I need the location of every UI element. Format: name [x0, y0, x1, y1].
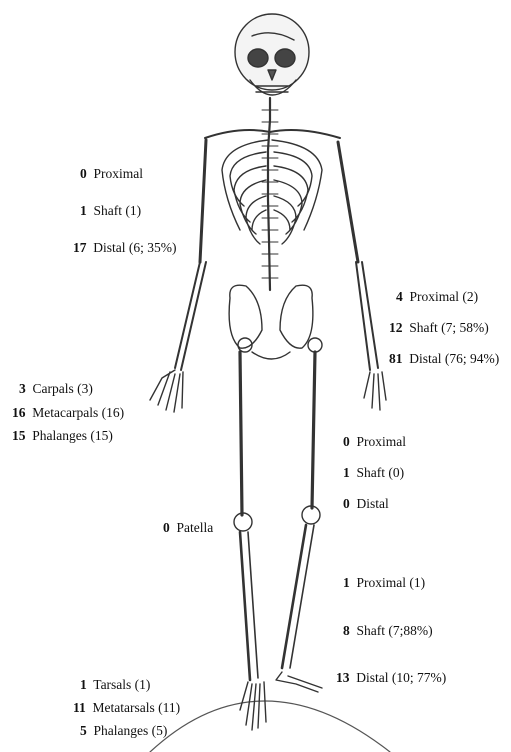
foot-tarsals-count: 1 [80, 677, 87, 692]
tibia-shaft-text: Shaft (7;88%) [357, 623, 433, 638]
radius-distal-text: Distal (76; 94%) [409, 351, 499, 366]
tibia-distal-label: 13 Distal (10; 77%) [336, 670, 446, 686]
hand-carpals-text: Carpals (3) [33, 381, 93, 396]
left-leg [234, 352, 266, 730]
hand-phalanges-count: 15 [12, 428, 26, 443]
femur-shaft-count: 1 [343, 465, 350, 480]
radius-shaft-label: 12 Shaft (7; 58%) [389, 320, 489, 336]
radius-proximal-text: Proximal (2) [410, 289, 479, 304]
femur-proximal-count: 0 [343, 434, 350, 449]
radius-proximal-count: 4 [396, 289, 403, 304]
humerus-proximal-text: Proximal [94, 166, 144, 181]
foot-metatarsals-text: Metatarsals (11) [93, 700, 181, 715]
patella-label: 0 Patella [163, 520, 213, 536]
left-arm [150, 140, 206, 412]
foot-phalanges-count: 5 [80, 723, 87, 738]
femur-proximal-label: 0 Proximal [343, 434, 406, 450]
hand-metacarpals-label: 16 Metacarpals (16) [12, 405, 124, 421]
tibia-proximal-text: Proximal (1) [357, 575, 426, 590]
hand-phalanges-label: 15 Phalanges (15) [12, 428, 113, 444]
right-leg [276, 352, 322, 692]
femur-distal-count: 0 [343, 496, 350, 511]
humerus-distal-count: 17 [73, 240, 87, 255]
radius-shaft-text: Shaft (7; 58%) [409, 320, 488, 335]
radius-distal-count: 81 [389, 351, 403, 366]
femur-distal-label: 0 Distal [343, 496, 389, 512]
foot-metatarsals-label: 11 Metatarsals (11) [73, 700, 180, 716]
radius-distal-label: 81 Distal (76; 94%) [389, 351, 499, 367]
pelvis [229, 285, 322, 359]
tibia-proximal-count: 1 [343, 575, 350, 590]
hand-metacarpals-count: 16 [12, 405, 26, 420]
tibia-shaft-count: 8 [343, 623, 350, 638]
ground-globe [150, 701, 390, 752]
humerus-distal-text: Distal (6; 35%) [93, 240, 176, 255]
patella-text: Patella [177, 520, 214, 535]
hand-phalanges-text: Phalanges (15) [32, 428, 113, 443]
femur-distal-text: Distal [357, 496, 389, 511]
femur-proximal-text: Proximal [357, 434, 407, 449]
radius-proximal-label: 4 Proximal (2) [396, 289, 478, 305]
humerus-shaft-text: Shaft (1) [94, 203, 142, 218]
hand-carpals-label: 3 Carpals (3) [19, 381, 93, 397]
humerus-proximal-count: 0 [80, 166, 87, 181]
tibia-distal-text: Distal (10; 77%) [356, 670, 446, 685]
humerus-shaft-label: 1 Shaft (1) [80, 203, 141, 219]
humerus-shaft-count: 1 [80, 203, 87, 218]
radius-shaft-count: 12 [389, 320, 403, 335]
humerus-distal-label: 17 Distal (6; 35%) [73, 240, 177, 256]
femur-shaft-text: Shaft (0) [357, 465, 405, 480]
foot-phalanges-text: Phalanges (5) [94, 723, 168, 738]
right-arm [338, 142, 386, 410]
ribcage [222, 140, 322, 244]
humerus-proximal-label: 0 Proximal [80, 166, 143, 182]
foot-phalanges-label: 5 Phalanges (5) [80, 723, 167, 739]
tibia-distal-count: 13 [336, 670, 350, 685]
hand-metacarpals-text: Metacarpals (16) [32, 405, 124, 420]
foot-metatarsals-count: 11 [73, 700, 86, 715]
tibia-proximal-label: 1 Proximal (1) [343, 575, 425, 591]
patella-count: 0 [163, 520, 170, 535]
hand-carpals-count: 3 [19, 381, 26, 396]
skull [235, 14, 309, 95]
foot-tarsals-label: 1 Tarsals (1) [80, 677, 150, 693]
femur-shaft-label: 1 Shaft (0) [343, 465, 404, 481]
foot-tarsals-text: Tarsals (1) [93, 677, 150, 692]
tibia-shaft-label: 8 Shaft (7;88%) [343, 623, 433, 639]
